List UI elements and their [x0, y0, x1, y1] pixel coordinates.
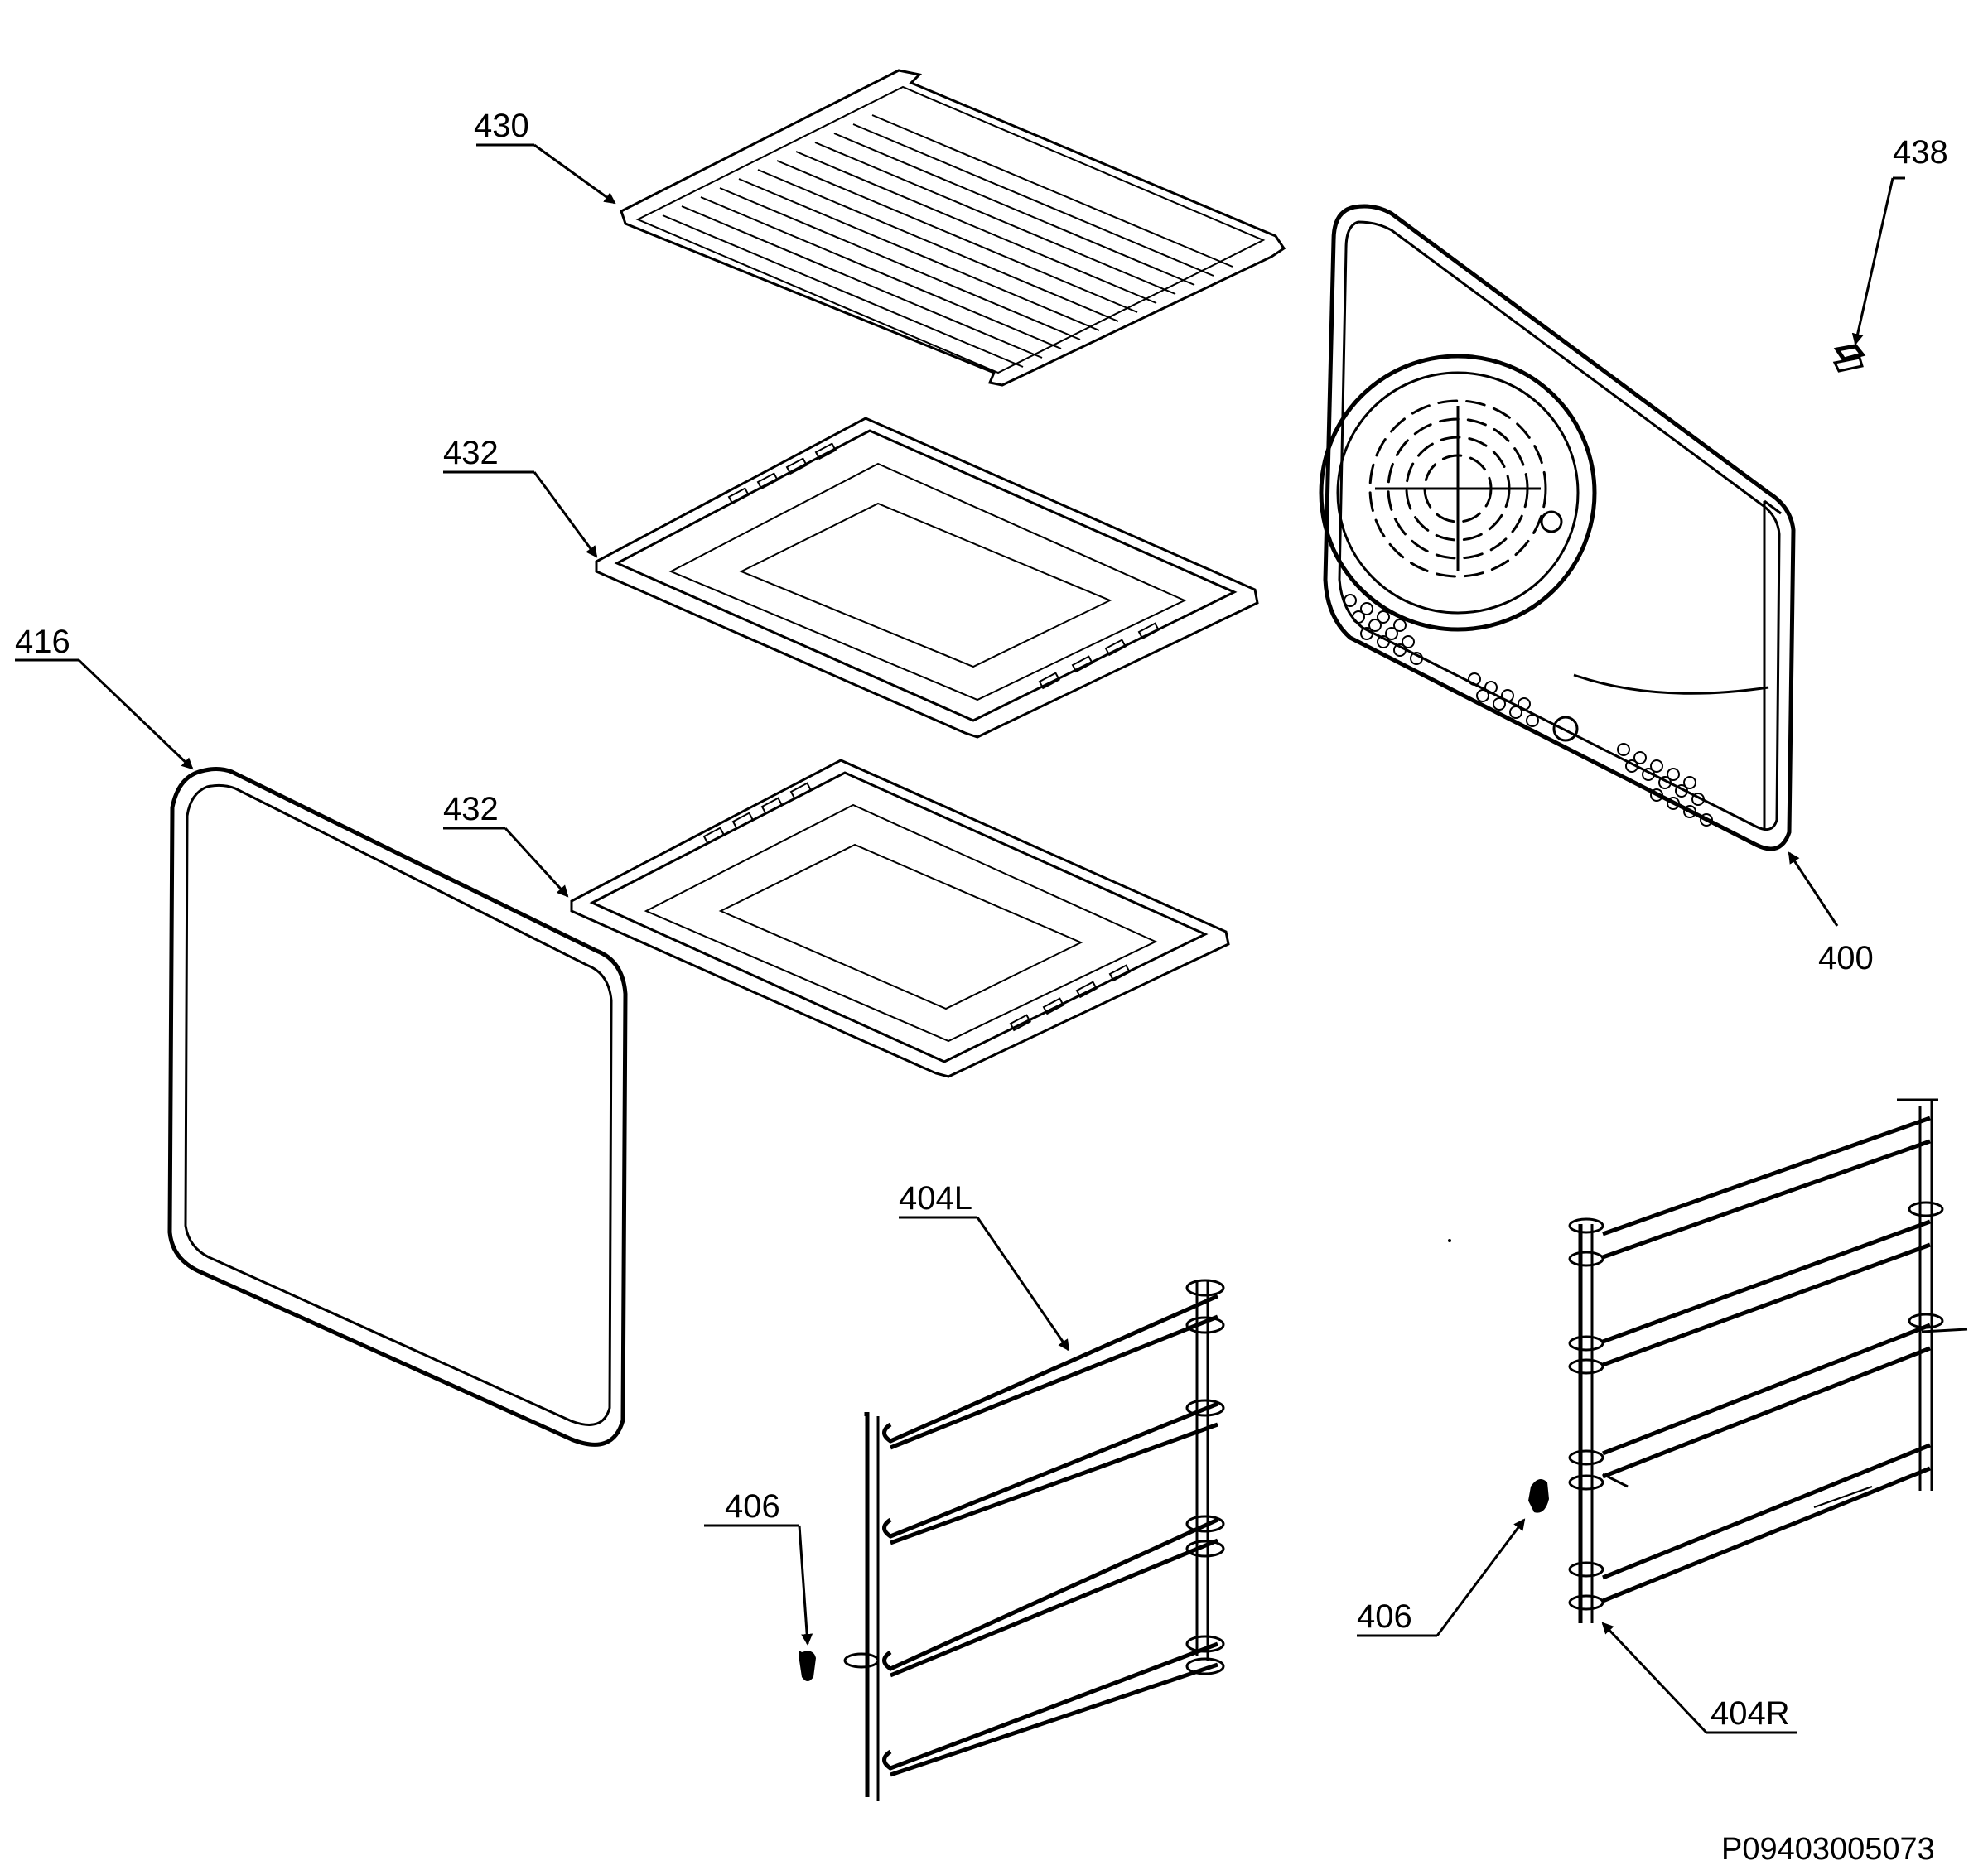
label-406-left: 406 [725, 1488, 780, 1525]
label-404R: 404R [1711, 1695, 1790, 1732]
baking-tray-432-upper [595, 417, 1259, 739]
label-406-right: 406 [1357, 1598, 1412, 1635]
shelf-support-404R [1568, 1098, 1968, 1623]
label-438: 438 [1893, 134, 1948, 171]
clip-406-left [799, 1651, 816, 1681]
shelf-support-404L [843, 1279, 1225, 1801]
label-400: 400 [1818, 940, 1874, 976]
clip-438 [1832, 344, 1866, 373]
leader-lines [15, 143, 1905, 1734]
vent-holes [1344, 594, 1713, 827]
label-416: 416 [15, 624, 70, 660]
door-seal-416 [167, 767, 628, 1447]
label-430: 430 [474, 108, 529, 144]
rear-fan-panel-400 [1319, 204, 1796, 851]
label-404L: 404L [899, 1180, 972, 1217]
label-432-lower: 432 [443, 791, 499, 827]
baking-tray-432-lower [570, 759, 1230, 1078]
drawing-code: P09403005073 [1721, 1832, 1935, 1867]
clip-406-right [1528, 1479, 1549, 1513]
label-432-upper: 432 [443, 435, 499, 471]
part-number-labels: 430 438 432 432 416 400 404L 406 406 404… [15, 108, 1948, 1867]
wire-shelf-430 [620, 69, 1286, 387]
